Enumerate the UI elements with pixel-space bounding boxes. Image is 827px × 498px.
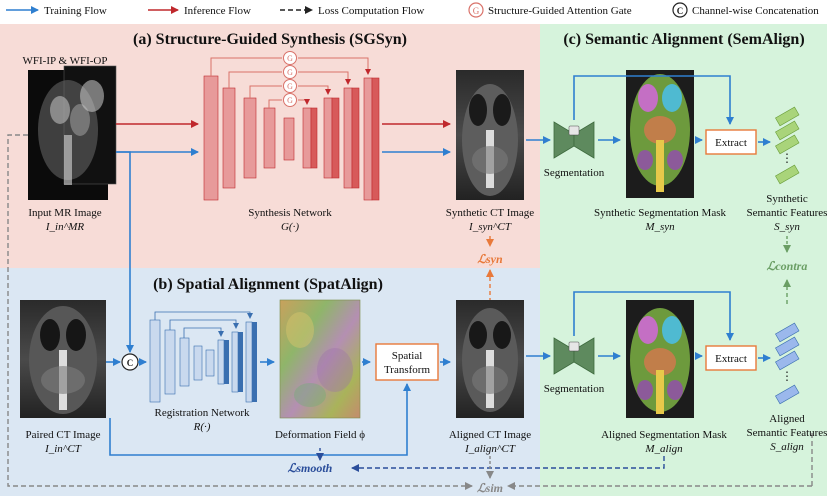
lock-icon (568, 341, 580, 352)
align-feat-line1: Aligned (769, 413, 805, 425)
segmentation-model-bottom (553, 337, 595, 375)
align-feat-line2: Semantic Features (747, 427, 827, 439)
extract-block-bottom: Extract (705, 345, 757, 371)
synthetic-seg-mask-math: M_syn (644, 221, 675, 233)
legend-loss-flow: Loss Computation Flow (318, 5, 424, 17)
aligned-seg-mask-math: M_align (644, 443, 683, 455)
legend: Training Flow Inference Flow Loss Comput… (6, 2, 819, 18)
concat-node-symbol: C (127, 358, 134, 368)
synthetic-seg-mask-image (626, 70, 694, 198)
feature-dots-bottom: ⋮ (781, 369, 793, 383)
legend-training-flow: Training Flow (44, 5, 107, 17)
aligned-feature-stack: ⋮ (775, 322, 800, 405)
gate-symbol: G (287, 82, 293, 91)
registration-network-label: Registration Network (154, 407, 250, 419)
gate-icon (283, 51, 297, 65)
spatial-transform-line1: Spatial (392, 350, 423, 362)
spatial-transform-line2: Transform (384, 364, 430, 376)
synthetic-ct-image (456, 70, 524, 200)
gate-icon (283, 65, 297, 79)
aligned-ct-image (456, 300, 524, 418)
aligned-ct-label: Aligned CT Image (449, 429, 531, 441)
lock-icon (568, 125, 580, 136)
concat-icon (672, 2, 688, 18)
synthesis-network-label: Synthesis Network (248, 207, 332, 219)
extract-top-label: Extract (715, 137, 747, 149)
gate-symbol: G (287, 54, 293, 63)
gate-icon (468, 2, 484, 18)
paired-ct-label: Paired CT Image (26, 429, 101, 441)
synthetic-seg-mask-label: Synthetic Segmentation Mask (594, 207, 726, 219)
synthetic-feature-stack: ⋮ (775, 106, 800, 185)
deformation-field-image (279, 299, 361, 419)
gate-symbol: G (287, 68, 293, 77)
segmentation-model-top (553, 121, 595, 159)
syn-feat-math: S_syn (774, 221, 800, 233)
legend-concat: Channel-wise Concatenation (692, 5, 819, 17)
align-feat-math: S_align (770, 441, 804, 453)
extract-block-top: Extract (705, 129, 757, 155)
section-title-spatalign: (b) Spatial Alignment (SpatAlign) (153, 276, 383, 293)
loss-contra: ℒcontra (767, 259, 808, 273)
aligned-ct-math: I_align^CT (464, 443, 516, 455)
paired-ct-math: I_in^CT (44, 443, 82, 455)
gate-icon (283, 79, 297, 93)
syn-feat-line2: Semantic Features (747, 207, 827, 219)
section-title-semalign: (c) Semantic Alignment (SemAlign) (563, 31, 804, 48)
feature-dots-top: ⋮ (781, 151, 793, 165)
gate-icon-symbol: G (473, 6, 480, 16)
synthetic-ct-math: I_syn^CT (468, 221, 512, 233)
concat-icon-symbol: C (677, 6, 684, 16)
gate-symbol: G (287, 96, 293, 105)
aligned-seg-mask-image (626, 300, 694, 418)
synthesis-network-math: G(·) (281, 221, 299, 233)
gate-icon (283, 93, 297, 107)
spatial-transform-block: Spatial Transform (375, 343, 439, 381)
extract-bottom-label: Extract (715, 353, 747, 365)
legend-inference-flow: Inference Flow (184, 5, 251, 17)
segmentation-bottom-label: Segmentation (544, 383, 605, 395)
synthesis-network: G G G G (203, 51, 380, 201)
syn-feat-line1: Synthetic (766, 193, 808, 205)
segmentation-top-label: Segmentation (544, 167, 605, 179)
input-mr-math: I_in^MR (45, 221, 85, 233)
registration-network-math: R(·) (193, 421, 211, 433)
input-mr-image (28, 65, 117, 200)
loss-smooth: ℒsmooth (288, 461, 333, 475)
synthetic-ct-label: Synthetic CT Image (446, 207, 535, 219)
section-title-sgsyn: (a) Structure-Guided Synthesis (SGSyn) (133, 31, 407, 48)
aligned-seg-mask-label: Aligned Segmentation Mask (601, 429, 727, 441)
legend-gate: Structure-Guided Attention Gate (488, 5, 632, 17)
paired-ct-image (20, 300, 106, 418)
deformation-field-label: Deformation Field ϕ (275, 429, 365, 441)
loss-sim: ℒsim (477, 481, 503, 495)
input-mr-label: Input MR Image (28, 207, 101, 219)
wfi-label: WFI-IP & WFI-OP (23, 55, 108, 67)
registration-network (149, 311, 257, 403)
loss-syn: ℒsyn (477, 252, 503, 266)
